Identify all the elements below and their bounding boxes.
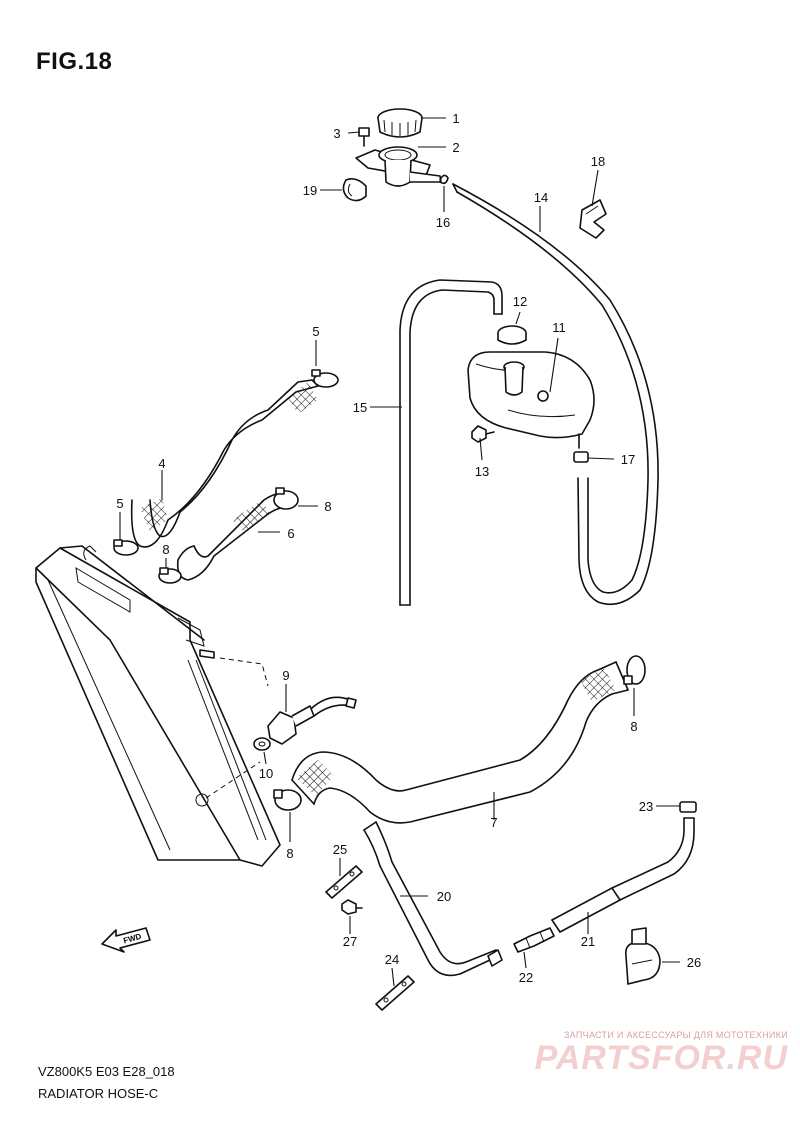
model-code: VZ800K5 E03 E28_018 xyxy=(38,1064,175,1079)
reservoir-cap-12 xyxy=(497,325,527,345)
callout-11: 11 xyxy=(552,320,566,335)
hose-14 xyxy=(452,183,659,606)
callout-18: 18 xyxy=(591,154,605,169)
callout-25: 25 xyxy=(333,842,347,857)
leader-lines xyxy=(119,117,680,987)
hose-21 xyxy=(551,817,695,933)
watermark-caption: ЗАПЧАСТИ И АКСЕССУАРЫ ДЛЯ МОТОТЕХНИКИ xyxy=(563,1030,788,1040)
hose-4 xyxy=(130,379,319,548)
joint-22 xyxy=(513,927,555,953)
callout-24: 24 xyxy=(385,952,399,967)
stay-25 xyxy=(325,865,363,899)
radiator xyxy=(35,545,281,867)
callout-8-lower: 8 xyxy=(286,846,293,861)
radiator-cap xyxy=(377,108,423,138)
thermo-switch-9 xyxy=(267,696,357,745)
watermark-brand: PARTSFOR.RU xyxy=(534,1039,788,1077)
clamp-5-top xyxy=(311,369,339,388)
stay-24 xyxy=(375,975,415,1011)
callout-10: 10 xyxy=(259,766,273,781)
hose-7 xyxy=(291,661,629,824)
watermark: ЗАПЧАСТИ И АКСЕССУАРЫ ДЛЯ МОТОТЕХНИКИ PA… xyxy=(488,1030,788,1076)
callout-13: 13 xyxy=(475,464,489,479)
clamp-16 xyxy=(439,174,449,185)
callout-3: 3 xyxy=(333,126,340,141)
figure-title: FIG.18 xyxy=(36,48,113,75)
clamp-18 xyxy=(579,199,607,239)
hose-20 xyxy=(363,821,503,977)
bolt-13 xyxy=(471,425,495,443)
filler-neck xyxy=(355,146,442,187)
callout-8-upper: 8 xyxy=(324,499,331,514)
callout-2: 2 xyxy=(452,140,459,155)
callout-20: 20 xyxy=(437,889,451,904)
callout-8-left: 8 xyxy=(162,542,169,557)
clamp-26 xyxy=(624,927,661,985)
hose-15 xyxy=(399,279,503,606)
clamp-8-upper xyxy=(273,487,299,510)
bolt-27 xyxy=(341,899,363,915)
callout-12: 12 xyxy=(513,294,527,309)
callout-8-right: 8 xyxy=(630,719,637,734)
leader-dashed-9 xyxy=(219,657,269,687)
clamp-8-right xyxy=(623,655,646,685)
clamp-8-lower xyxy=(273,789,302,811)
callout-26: 26 xyxy=(687,955,701,970)
callout-labels: 1 2 3 19 16 18 14 12 11 15 13 17 5 4 5 8… xyxy=(116,111,701,985)
clamp-17 xyxy=(573,451,589,463)
callout-19: 19 xyxy=(303,183,317,198)
hose-6 xyxy=(176,492,289,581)
washer-10 xyxy=(253,737,271,751)
callout-14: 14 xyxy=(534,190,548,205)
callout-16: 16 xyxy=(436,215,450,230)
clip-23 xyxy=(679,801,697,813)
callout-27: 27 xyxy=(343,934,357,949)
callout-15: 15 xyxy=(353,400,367,415)
callout-4: 4 xyxy=(158,456,165,471)
clamp-19 xyxy=(342,178,367,202)
callout-1: 1 xyxy=(452,111,459,126)
screw-3 xyxy=(358,127,370,147)
callout-23: 23 xyxy=(639,799,653,814)
callout-5-top: 5 xyxy=(312,324,319,339)
callout-7: 7 xyxy=(490,815,497,830)
callout-6: 6 xyxy=(287,526,294,541)
fwd-direction-badge: FWD xyxy=(101,927,151,953)
clamp-8-left xyxy=(158,567,182,584)
leader-dashed-10 xyxy=(205,761,261,799)
clamp-5-left xyxy=(113,539,139,556)
callout-17: 17 xyxy=(621,452,635,467)
callout-22: 22 xyxy=(519,970,533,985)
reservoir-tank xyxy=(467,351,595,449)
callout-21: 21 xyxy=(581,934,595,949)
callout-9: 9 xyxy=(282,668,289,683)
diagram-title: RADIATOR HOSE-C xyxy=(38,1086,159,1101)
callout-5-left: 5 xyxy=(116,496,123,511)
